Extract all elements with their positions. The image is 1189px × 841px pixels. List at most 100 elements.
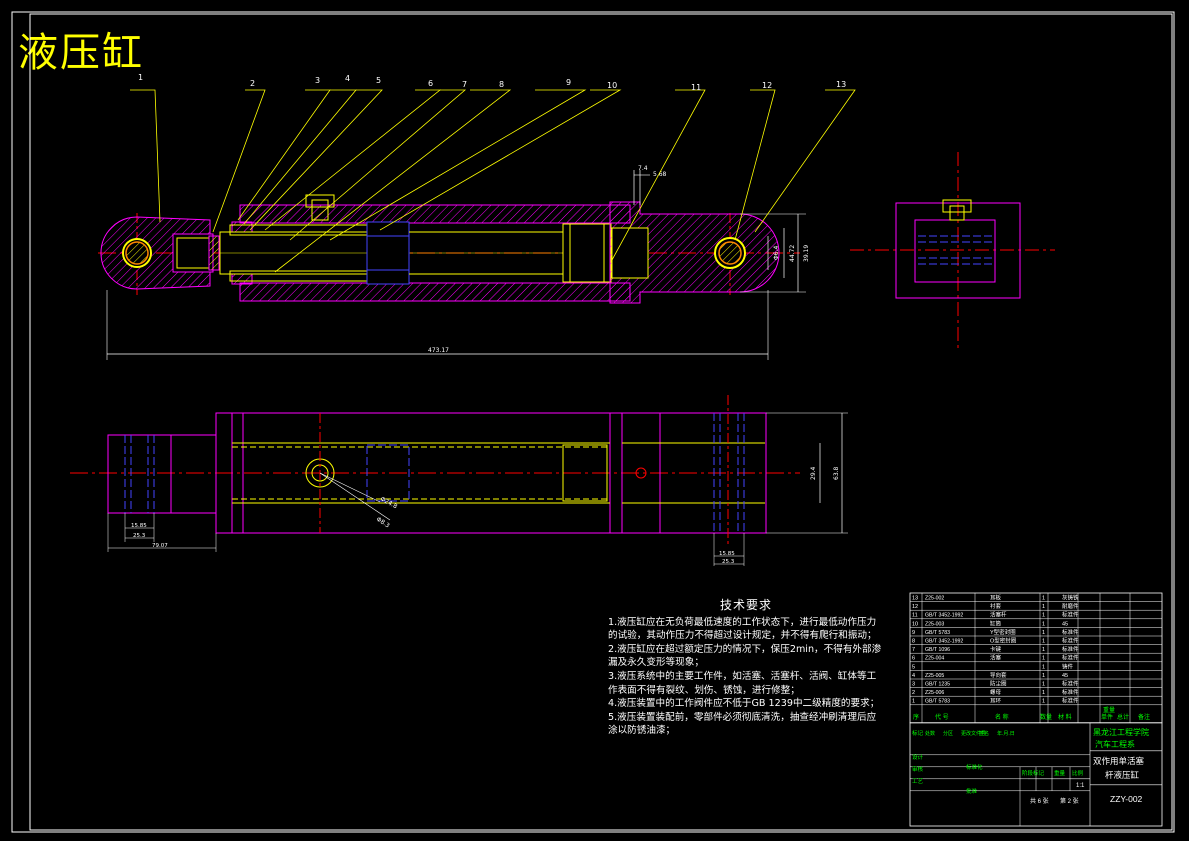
dim-e: 5.68 <box>653 171 667 178</box>
inner-frame <box>29 13 1173 831</box>
callout-12: 12 <box>762 81 772 90</box>
title-row-label-3: 工艺 <box>912 778 924 785</box>
top-view: Φ24.8 Φ8.3 29.4 63.8 15.85 25.3 79.07 15… <box>70 395 848 566</box>
parts-row-material: 标准件 <box>1062 611 1079 619</box>
parts-row-material: 标准件 <box>1062 697 1079 705</box>
tech-item-4: 4.液压装置中的工作阀件应不低于GB 1239中二级精度的要求； <box>608 698 880 710</box>
parts-row-material: 耐磨件 <box>1062 602 1079 610</box>
parts-row-material: 45 <box>1062 673 1068 679</box>
dim-g: Φ8.3 <box>375 516 391 530</box>
title-block-border <box>909 722 1163 827</box>
parts-row-no: 3 <box>912 682 915 688</box>
tech-item-3: 3.液压系统中的主要工作件，如活塞、活塞杆、活阀、缸体等工作表面不得有裂纹、划伤… <box>608 670 877 696</box>
parts-row-material: 标准件 <box>1062 628 1079 636</box>
tech-heading: 技术要求 <box>719 598 772 612</box>
dim-b: 44.72 <box>789 245 796 262</box>
parts-header-2: 名 称 <box>995 713 1009 721</box>
title-institute: 黑龙江工程学院 <box>1093 727 1149 737</box>
parts-row-qty: 1 <box>1042 656 1045 662</box>
title-scale: 1:1 <box>1076 783 1085 789</box>
parts-row-name: 耳板 <box>990 594 1002 602</box>
tech-item-1: 1.液压缸应在无负荷最低速度的工作状态下，进行最低动作压力的试验，其动作压力不得… <box>608 616 877 642</box>
title-drawing-name-1: 双作用单活塞 <box>1093 756 1145 766</box>
parts-row-material: 标准件 <box>1062 645 1079 653</box>
parts-row-no: 9 <box>912 630 915 636</box>
parts-row-code: Z25-004 <box>925 656 944 662</box>
parts-row-qty: 1 <box>1042 690 1045 696</box>
callout-8: 8 <box>499 80 504 89</box>
parts-row-no: 2 <box>912 690 915 696</box>
parts-row-no: 6 <box>912 656 915 662</box>
parts-row-material: 45 <box>1062 621 1068 627</box>
parts-row-qty: 1 <box>1042 613 1045 619</box>
dim-c: 39.19 <box>803 245 810 262</box>
parts-row-no: 13 <box>912 596 918 602</box>
tech-item-2: 2.液压缸应在超过额定压力的情况下，保压2min，不得有外部渗漏及永久变形等现象… <box>608 643 882 669</box>
title-drawing-name-2: 杆液压缸 <box>1105 770 1140 780</box>
parts-row-name: 防尘圈 <box>990 680 1007 688</box>
parts-header-4: 材 料 <box>1058 713 1072 721</box>
parts-row-name: 衬套 <box>990 602 1002 610</box>
title-row-label-0: 标记 <box>912 729 924 737</box>
parts-header-1: 代 号 <box>935 713 949 721</box>
callout-6: 6 <box>428 79 433 88</box>
dim-l: 79.07 <box>152 543 168 549</box>
parts-header-weight: 重量 <box>1103 706 1115 714</box>
parts-row-qty: 1 <box>1042 664 1045 670</box>
parts-row-name: 活塞 <box>990 654 1002 662</box>
callout-9: 9 <box>566 78 571 87</box>
parts-row-name: 卡键 <box>990 645 1002 653</box>
dim-h: 29.4 <box>810 466 817 480</box>
parts-header-3: 数量 <box>1040 713 1052 721</box>
title-col-label-1: 分区 <box>943 730 953 737</box>
parts-row-code: Z25-002 <box>925 596 944 602</box>
callout-7: 7 <box>462 80 467 89</box>
parts-row-no: 7 <box>912 647 915 653</box>
parts-row-qty: 1 <box>1042 699 1045 705</box>
title-stage-label: 阶段标记 <box>1022 769 1045 777</box>
title-col-label-0: 处数 <box>925 730 935 737</box>
parts-row-code: GB/T 5783 <box>925 699 950 705</box>
dim-i: 63.8 <box>833 466 840 480</box>
parts-row-no: 12 <box>912 604 918 610</box>
parts-row-material: 铸件 <box>1062 662 1074 670</box>
parts-header-7: 备注 <box>1138 713 1150 721</box>
parts-row-no: 5 <box>912 664 915 670</box>
main-section-view: Φ6.4 44.72 39.19 7.4 5.68 473.17 <box>98 73 856 360</box>
dim-a: Φ6.4 <box>773 246 780 260</box>
parts-row-no: 1 <box>912 699 915 705</box>
drawing-title: 液压缸 <box>18 30 144 76</box>
parts-row-material: 灰铸铁 <box>1062 594 1079 602</box>
parts-row-material: 标准件 <box>1062 637 1079 645</box>
side-end-view <box>850 152 1055 348</box>
parts-row-name: 螺母 <box>990 688 1002 696</box>
parts-row-name: O型密封圈 <box>990 637 1017 645</box>
title-sheet-total: 共 6 张 <box>1030 797 1049 805</box>
parts-row-name: 缸筒 <box>990 619 1002 627</box>
title-department: 汽车工程系 <box>1095 739 1135 749</box>
overall-length-dim: 473.17 <box>428 347 449 354</box>
title-row-label-1: 设计 <box>912 753 924 761</box>
dim-j: 15.85 <box>131 523 147 529</box>
tech-item-5: 5.液压装置装配前，零部件必须彻底清洗，抽查经冲刷清理后应涂以防锈油漆； <box>608 711 877 737</box>
callout-3: 3 <box>315 76 320 85</box>
parts-row-name: Y型密封圈 <box>990 628 1016 636</box>
title-drawing-number: ZZY-002 <box>1110 794 1143 804</box>
parts-row-code: GB/T 1235 <box>925 682 950 688</box>
parts-row-name: 耳环 <box>990 698 1002 705</box>
title-scale-label: 比例 <box>1072 769 1084 777</box>
title-row-label-2: 审核 <box>912 765 924 773</box>
callout-10: 10 <box>607 81 617 90</box>
dim-n: 25.3 <box>722 559 735 565</box>
parts-row-qty: 1 <box>1042 621 1045 627</box>
callout-5: 5 <box>376 76 381 85</box>
title-approve-label: 批准 <box>966 787 978 795</box>
parts-row-qty: 1 <box>1042 596 1045 602</box>
parts-row-qty: 1 <box>1042 630 1045 636</box>
parts-row-qty: 1 <box>1042 682 1045 688</box>
callout-11: 11 <box>691 83 701 92</box>
dim-d: 7.4 <box>638 165 648 172</box>
parts-row-no: 8 <box>912 639 915 645</box>
